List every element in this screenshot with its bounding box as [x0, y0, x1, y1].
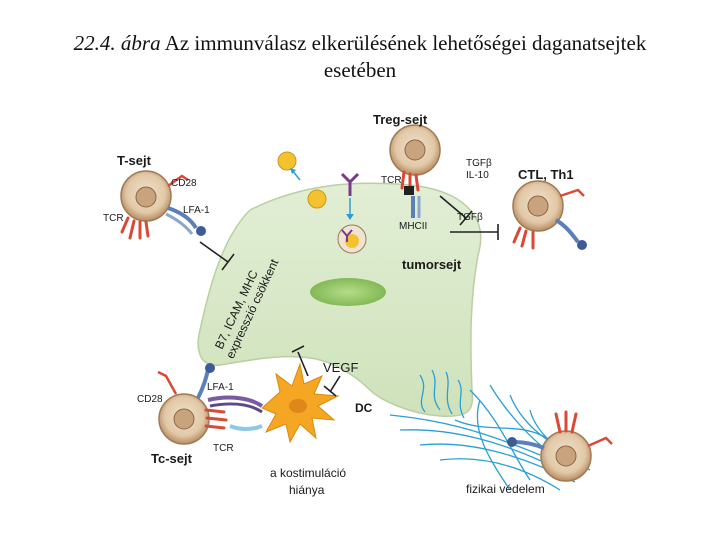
label-ctl-th1: CTL, Th1 [518, 167, 574, 182]
caption-title-1: Az immunválasz elkerülésének lehetőségei… [164, 31, 647, 55]
tc-cell [157, 363, 264, 445]
label-costim-1: a kostimuláció [270, 466, 346, 480]
t-cell-bottom-right [507, 410, 613, 482]
ctl-th1-cell [512, 180, 587, 250]
label-lfa1-bottom: LFA-1 [207, 382, 234, 393]
label-tgfb-1: TGFβ [466, 158, 492, 169]
caption-title-2: esetében [323, 58, 397, 82]
label-treg: Treg-sejt [373, 112, 428, 127]
dendritic-cell [261, 362, 340, 444]
label-physical-protection: fizikai védelem [466, 482, 545, 496]
label-mhcii: MHCII [399, 221, 427, 232]
label-tgfb-right: TGFβ [457, 212, 483, 223]
figure-number: 22.4. ábra [73, 31, 161, 55]
tumor-nucleus [310, 278, 386, 306]
label-cd28-bottom: CD28 [137, 394, 163, 405]
label-dc: DC [355, 401, 373, 415]
label-tcr-treg: TCR [381, 175, 402, 186]
figure-caption: 22.4. ábra Az immunválasz elkerülésének … [0, 30, 720, 84]
label-tc-cell: Tc-sejt [151, 451, 193, 466]
label-costim-2: hiánya [289, 483, 325, 497]
inhibition-lines [199, 195, 499, 397]
label-tumor: tumorsejt [402, 257, 462, 272]
label-t-cell: T-sejt [117, 153, 152, 168]
t-cell-top-left [120, 170, 206, 240]
caption-line-1: 22.4. ábra Az immunválasz elkerülésének … [0, 30, 720, 57]
label-il10: IL-10 [466, 170, 489, 181]
label-tcr-bottom: TCR [213, 443, 234, 454]
treg-cell [389, 124, 441, 218]
label-lfa1-top: LFA-1 [183, 205, 210, 216]
label-vegf: VEGF [323, 360, 358, 375]
label-tcr-left: TCR [103, 213, 124, 224]
label-cd28-top: CD28 [171, 178, 197, 189]
antigen-release [277, 151, 367, 254]
